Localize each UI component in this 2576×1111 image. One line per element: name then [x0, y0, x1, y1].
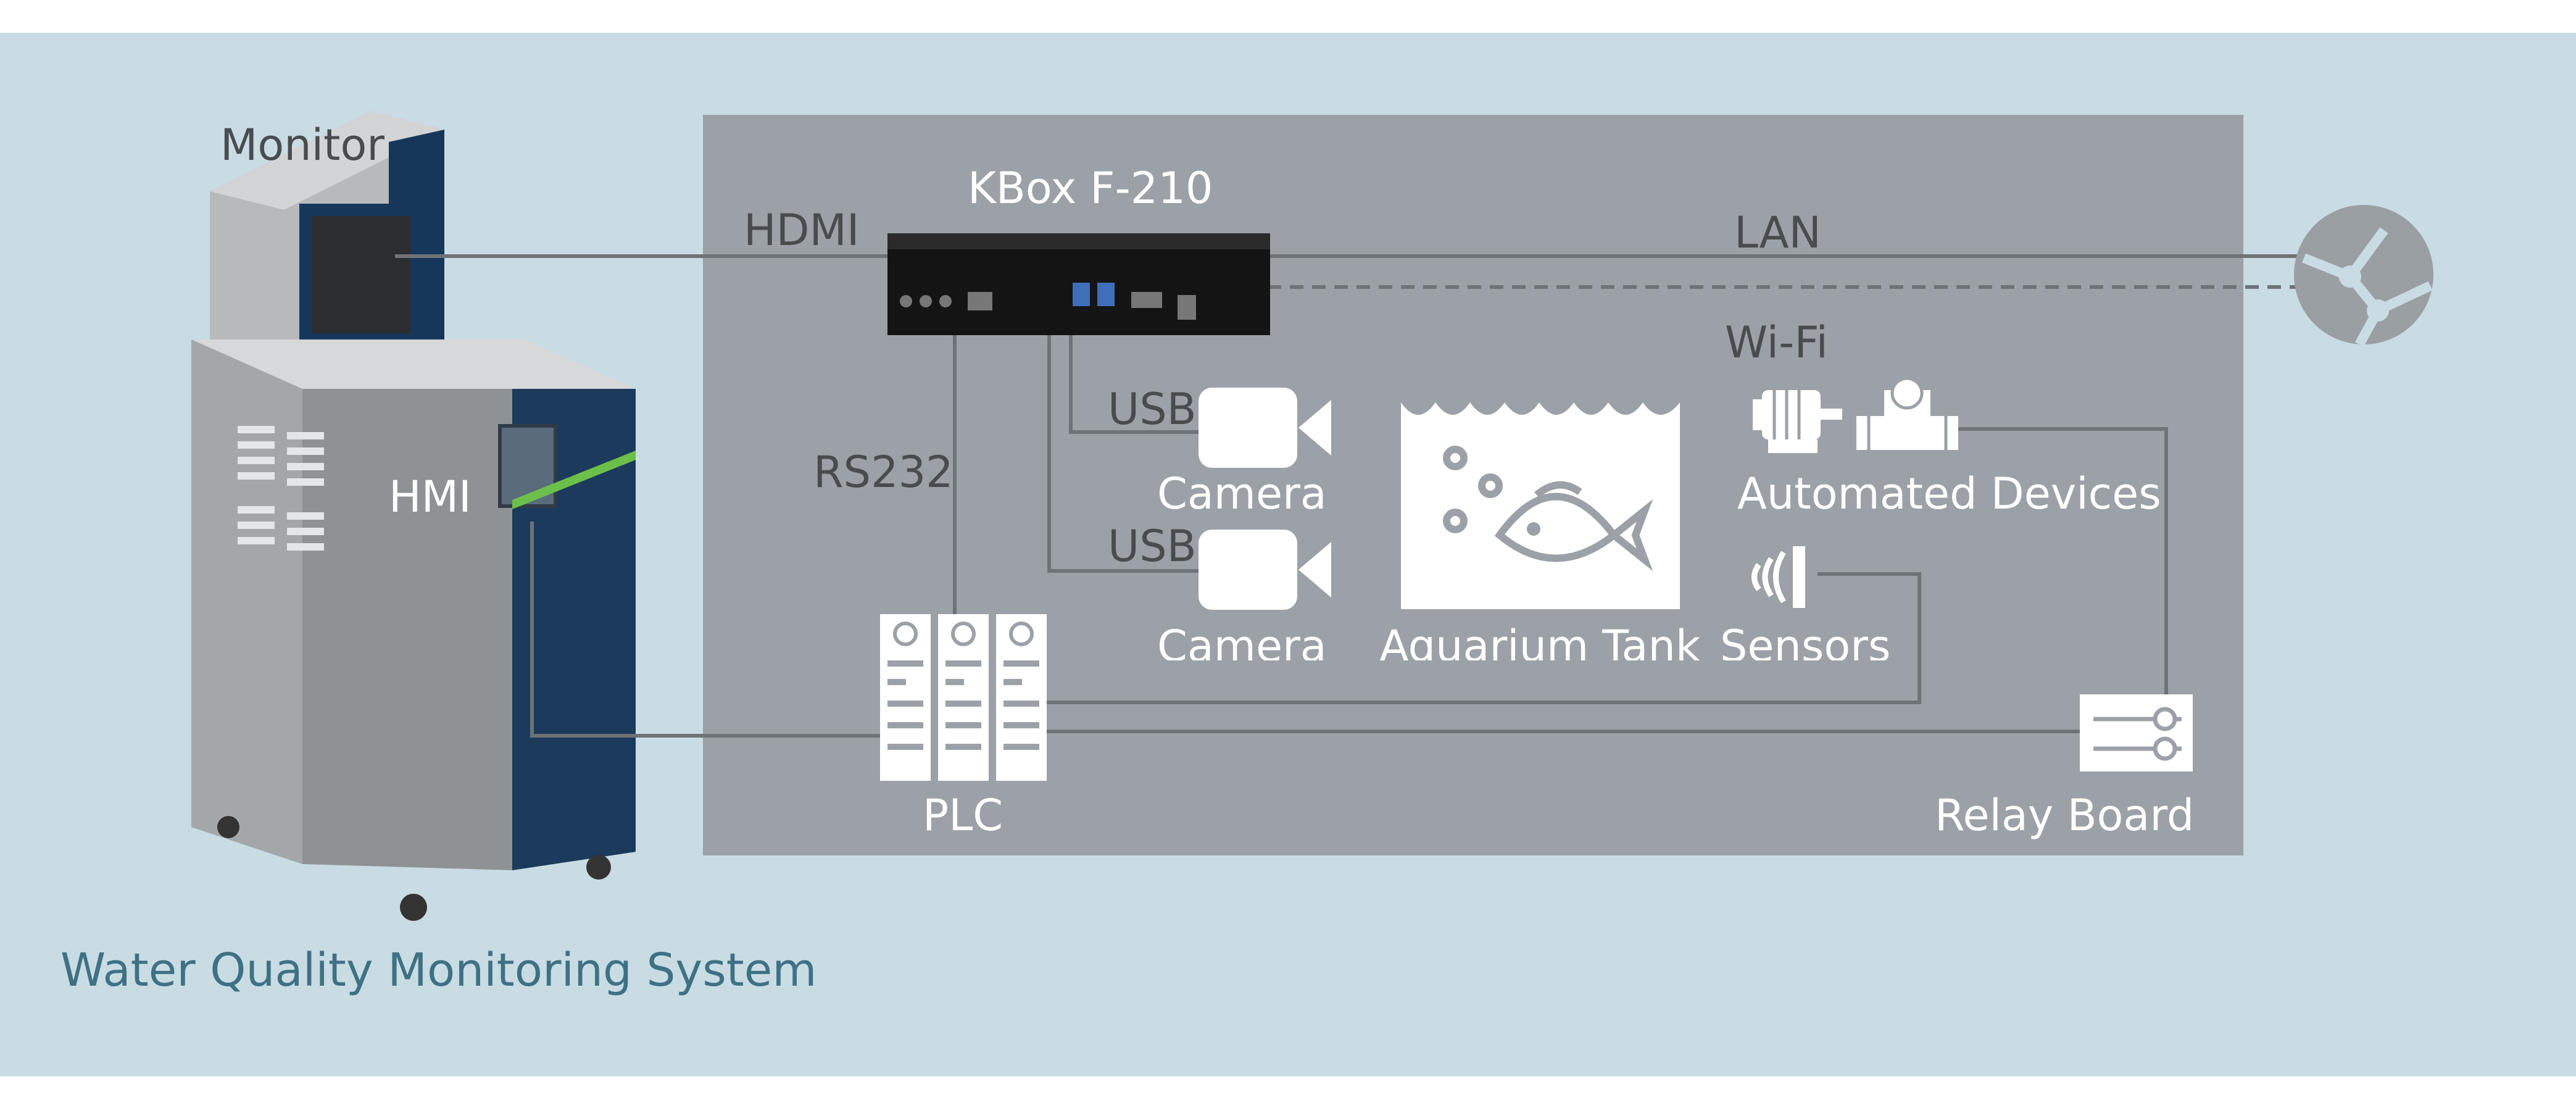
- valve-icon: [1856, 378, 1958, 450]
- camera-label-1: Camera: [1157, 468, 1327, 519]
- automated-devices-label: Automated Devices: [1737, 468, 2161, 519]
- kbox-pc-icon: [887, 233, 1270, 335]
- sensors-label: Sensors: [1720, 625, 1891, 660]
- kiosk-cabinet-icon: [191, 111, 636, 921]
- hmi-label: HMI: [389, 472, 472, 522]
- sensor-icon: [1751, 546, 1805, 608]
- globe-network-icon: [2294, 205, 2433, 347]
- wifi-label: Wi-Fi: [1725, 317, 1829, 368]
- rs232-label: RS232: [813, 447, 954, 497]
- usb-label-2: USB: [1108, 521, 1197, 572]
- diagram-title: Water Quality Monitoring System: [60, 944, 817, 997]
- relay-board-icon: [2080, 694, 2193, 772]
- hdmi-label: HDMI: [744, 205, 860, 256]
- motor-icon: [1753, 390, 1842, 453]
- aquarium-fish-icon: [1401, 384, 1680, 609]
- camera-icon: [1199, 530, 1331, 610]
- relay-board-label: Relay Board: [1935, 790, 2195, 841]
- monitor-label: Monitor: [220, 120, 385, 170]
- aquarium-label: Aquarium Tank: [1379, 625, 1701, 660]
- plc-label: PLC: [923, 790, 1003, 841]
- lan-label: LAN: [1734, 207, 1821, 258]
- plc-icon: [880, 614, 1047, 781]
- kbox-label: KBox F-210: [968, 163, 1213, 214]
- camera-label-2: Camera: [1157, 625, 1327, 660]
- usb-label-1: USB: [1108, 384, 1197, 435]
- camera-icon: [1199, 388, 1331, 468]
